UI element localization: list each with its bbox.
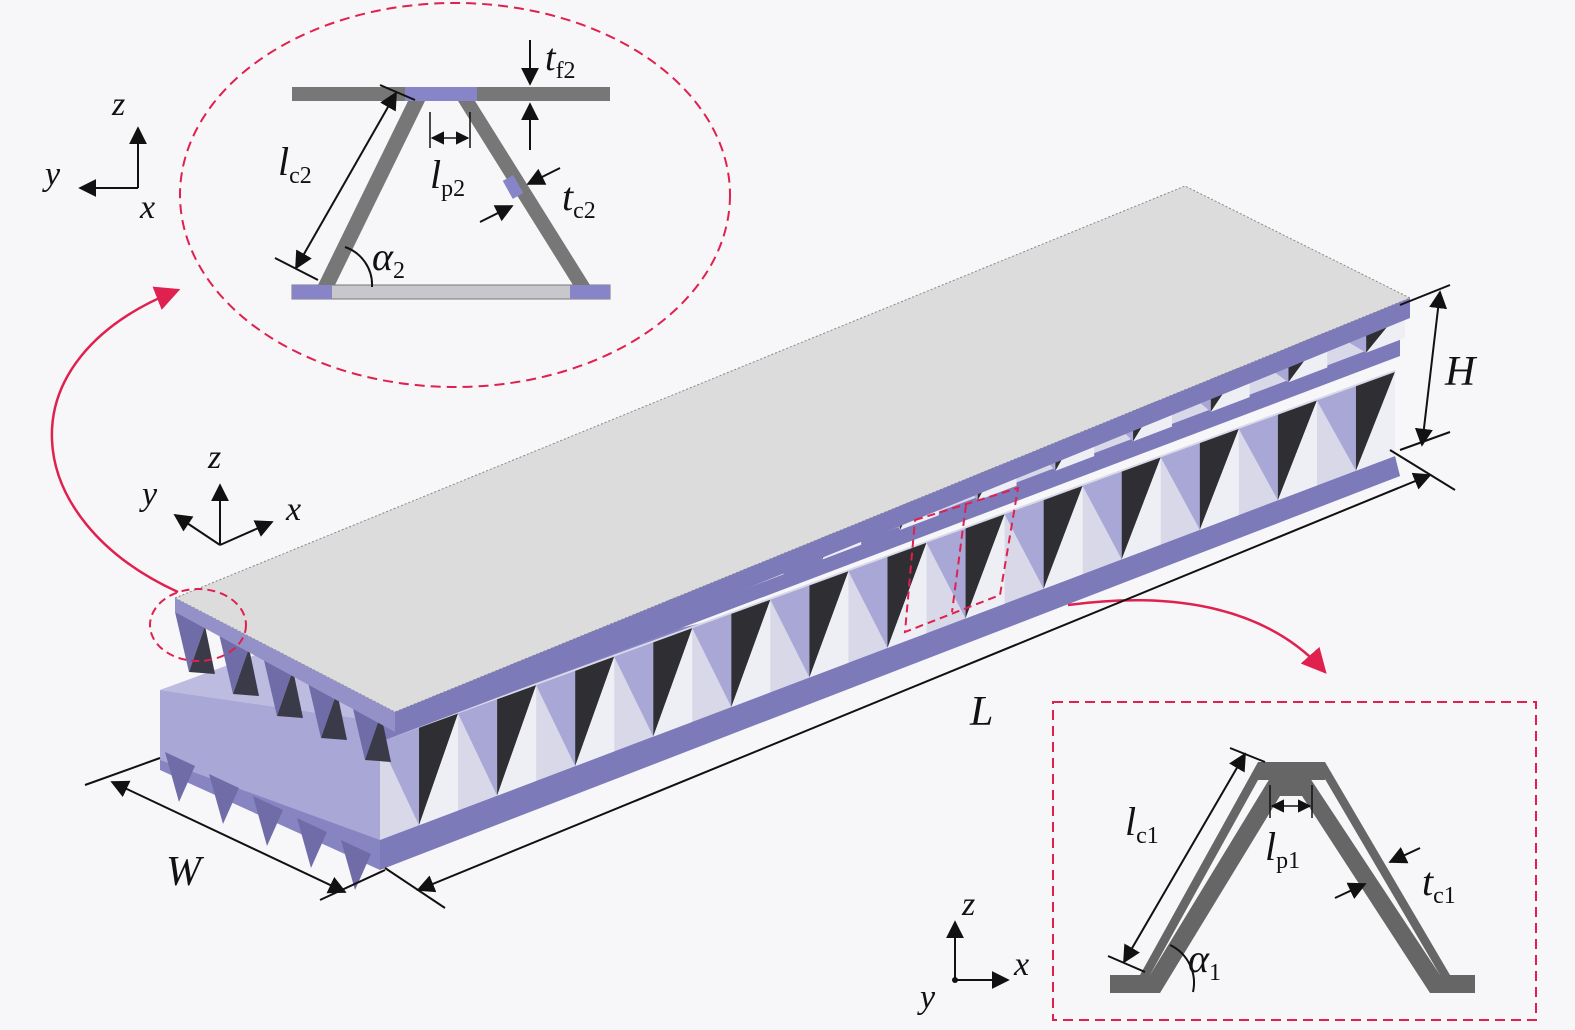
lower-core-cell-facet — [1316, 386, 1356, 471]
core-leg-right — [458, 101, 590, 285]
detail-rect — [1052, 701, 1537, 1021]
label-lp1: lp1 — [1265, 824, 1300, 874]
axis-z-top: z — [111, 86, 125, 123]
dimension-L: L — [384, 449, 1456, 909]
top-face-left-edge — [175, 598, 395, 732]
dimension-H: H — [1399, 284, 1478, 451]
detail-circle-small — [149, 588, 247, 662]
detail-bottom: lc1 lp1 tc1 α1 z x y — [917, 701, 1537, 1021]
axis-x-top: x — [139, 189, 155, 226]
axis-y-top: y — [42, 156, 61, 193]
lower-core-cell-shadow — [1277, 400, 1317, 501]
label-tc2: tc2 — [562, 174, 596, 224]
lower-core-cell-facet — [380, 727, 420, 826]
label-W: W — [166, 849, 205, 895]
label-alpha1: α1 — [1188, 936, 1221, 986]
dimension-W: W — [84, 757, 386, 901]
label-lc2: lc2 — [278, 139, 312, 189]
label-H: H — [1444, 349, 1478, 395]
end-core-tooth-shadow — [277, 670, 303, 718]
callout-arrow-top — [50, 286, 181, 594]
axis-y-middle: y — [139, 476, 158, 513]
label-tc1: tc1 — [1422, 859, 1456, 909]
end-core-tooth-shadow — [189, 626, 215, 674]
axis-x-bottom: x — [1013, 946, 1029, 983]
label-tf2: tf2 — [545, 37, 576, 84]
label-alpha2: α2 — [372, 234, 405, 284]
end-core-tooth-shadow — [233, 648, 259, 696]
axis-x-middle: x — [285, 491, 301, 528]
lower-core-cell-gap — [1355, 372, 1395, 471]
detail-ellipse — [179, 2, 731, 388]
end-core-tooth — [175, 612, 205, 672]
end-core-tooth-shadow — [365, 714, 391, 762]
label-lc1: lc1 — [1125, 799, 1159, 849]
lower-core-cell-shadow — [1355, 372, 1395, 471]
label-lp2: lp2 — [430, 152, 465, 202]
callout-arrow-bottom — [1067, 599, 1327, 674]
detail-top: z y x tf2 lc2 lp2 tc2 α2 — [42, 2, 731, 388]
core-profile-trapezoid — [1110, 778, 1475, 993]
label-L: L — [969, 689, 993, 735]
axis-z-bottom: z — [961, 886, 975, 923]
end-core-tooth — [219, 634, 249, 694]
bottom-face-profile — [291, 284, 611, 300]
end-core-tooth-shadow — [321, 692, 347, 740]
end-core-tooth — [341, 840, 371, 890]
end-core-tooth — [165, 752, 195, 802]
axis-z-middle: z — [207, 439, 221, 476]
axis-y-bottom: y — [917, 979, 936, 1016]
axes-middle: z y x — [139, 439, 301, 546]
